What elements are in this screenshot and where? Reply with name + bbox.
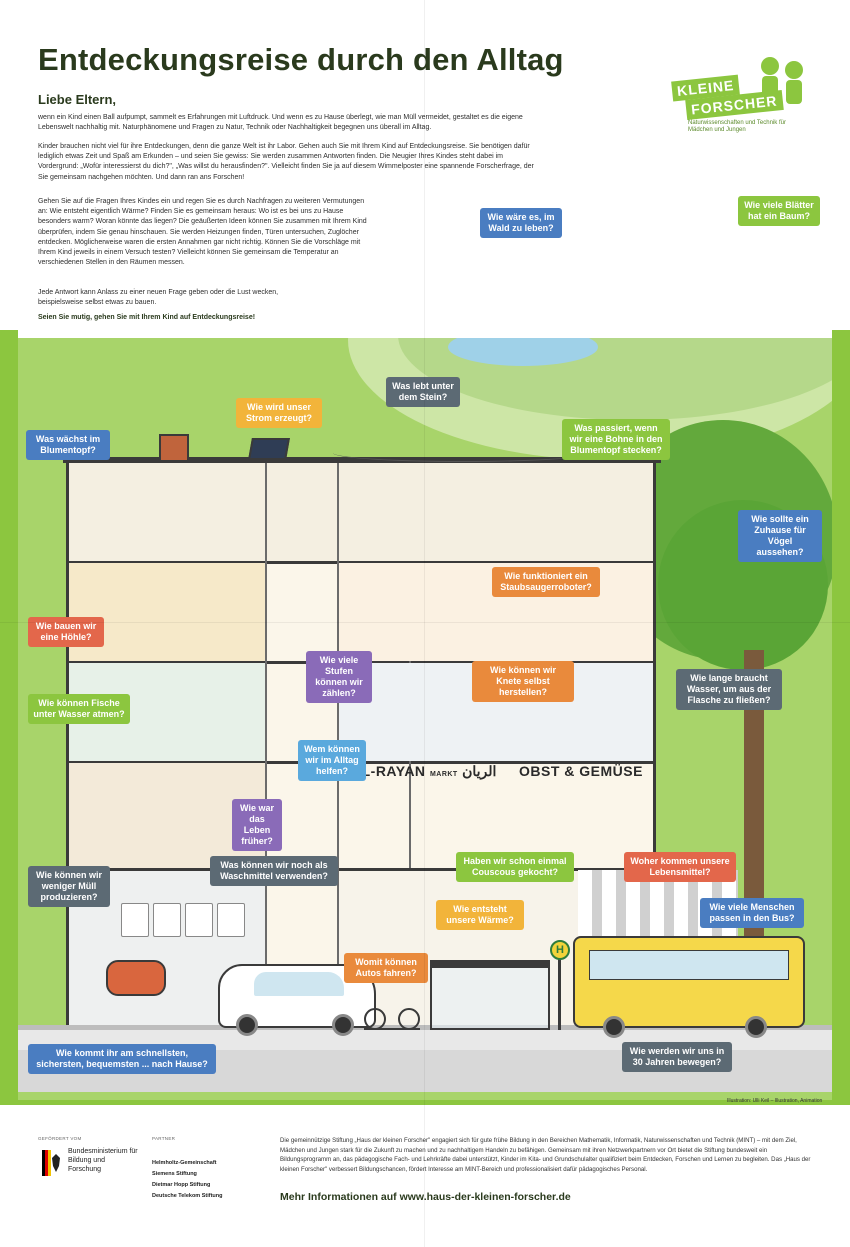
shop-sign-arabic: الريان (462, 763, 497, 779)
intro-paragraph-4: Jede Antwort kann Anlass zu einer neuen … (38, 289, 279, 307)
partner-helmholtz: Helmholtz-Gemeinschaft (152, 1160, 217, 1166)
salutation: Liebe Eltern, (38, 92, 117, 107)
illustration-credit: Illustration: Ulli Keil – Illustration, … (727, 1098, 823, 1104)
question-bubble-lebensmittel: Woher kommen unsere Lebensmittel? (624, 852, 736, 882)
question-bubble-waerme: Wie entsteht unsere Wärme? (436, 900, 524, 930)
bus (573, 936, 805, 1038)
partners-label: PARTNER (152, 1136, 176, 1141)
partner-siemens: Siemens Stiftung (152, 1171, 197, 1177)
shop-sign-obst: OBST & GEMÜSE (519, 763, 643, 779)
scooter (106, 960, 166, 996)
footer (18, 1105, 832, 1229)
question-bubble-strom: Wie wird unser Strom erzeugt? (236, 398, 322, 428)
more-info-link[interactable]: Mehr Informationen auf www.haus-der-klei… (280, 1191, 571, 1203)
question-bubble-knete: Wie können wir Knete selbst herstellen? (472, 661, 574, 702)
shop-sign-markt: MARKT (429, 771, 458, 778)
funded-label: GEFÖRDERT VOM (38, 1136, 82, 1141)
intro-paragraph-2: Kinder brauchen nicht viel für ihre Entd… (38, 143, 534, 181)
question-bubble-fische: Wie können Fische unter Wasser atmen? (28, 694, 130, 724)
question-bubble-wasser: Wie lange braucht Wasser, um aus der Fla… (676, 669, 782, 710)
federal-eagle-icon (42, 1150, 60, 1176)
ministry-name: Bundesministerium für Bildung und Forsch… (68, 1148, 138, 1173)
logo-subtitle: Naturwissenschaften und Technik für Mädc… (688, 120, 786, 133)
solar-panel (248, 438, 290, 460)
question-bubble-voegel: Wie sollte ein Zuhause für Vögel aussehe… (738, 510, 822, 562)
question-bubble-waschmittel: Was können wir noch als Waschmittel verw… (210, 856, 338, 886)
question-bubble-hoehle: Wie bauen wir eine Höhle? (28, 617, 104, 647)
shop-sign-alrayan: AL-RAYAN (351, 763, 426, 779)
chimney (159, 434, 189, 462)
intro-paragraph-1: wenn ein Kind einen Ball aufpumpt, samme… (38, 114, 523, 132)
bicycle (364, 990, 420, 1030)
electric-car (218, 964, 376, 1036)
question-bubble-zukunft: Wie werden wir uns in 30 Jahren bewegen? (622, 1042, 732, 1072)
page-title: Entdeckungsreise durch den Alltag (38, 42, 564, 77)
question-bubble-autos: Womit können Autos fahren? (344, 953, 428, 983)
bus-stop-sign: H (550, 940, 570, 960)
question-bubble-bohne: Was passiert, wenn wir eine Bohne in den… (562, 419, 670, 460)
question-bubble-wald: Wie wäre es, im Wald zu leben? (480, 208, 562, 238)
question-bubble-helfen: Wem können wir im Alltag helfen? (298, 740, 366, 781)
question-bubble-couscous: Haben wir schon einmal Couscous gekocht? (456, 852, 574, 882)
question-bubble-bus: Wie viele Menschen passen in den Bus? (700, 898, 804, 928)
question-bubble-stufen: Wie viele Stufen können wir zählen? (306, 651, 372, 703)
question-bubble-stein: Was lebt unter dem Stein? (386, 377, 460, 407)
intro-paragraph-3: Gehen Sie auf die Fragen Ihres Kindes ei… (38, 198, 367, 267)
partners-list: Helmholtz-Gemeinschaft Siemens Stiftung … (152, 1158, 223, 1202)
question-bubble-heimweg: Wie kommt ihr am schnellsten, sichersten… (28, 1044, 216, 1074)
question-bubble-blaetter: Wie viele Blätter hat ein Baum? (738, 196, 820, 226)
bus-shelter (430, 960, 550, 1030)
partner-telekom: Deutsche Telekom Stiftung (152, 1193, 223, 1199)
intro-closing: Seien Sie mutig, gehen Sie mit Ihrem Kin… (38, 314, 256, 321)
question-bubble-blumentopf: Was wächst im Blumentopf? (26, 430, 110, 460)
question-bubble-staubsauger: Wie funktioniert ein Staubsaugerroboter? (492, 567, 600, 597)
partner-hopp: Dietmar Hopp Stiftung (152, 1182, 211, 1188)
question-bubble-muell: Wie können wir weniger Müll produzieren? (28, 866, 110, 907)
question-bubble-frueher: Wie war das Leben früher? (232, 799, 282, 851)
foundation-description: Die gemeinnützige Stiftung „Haus der kle… (280, 1137, 811, 1173)
